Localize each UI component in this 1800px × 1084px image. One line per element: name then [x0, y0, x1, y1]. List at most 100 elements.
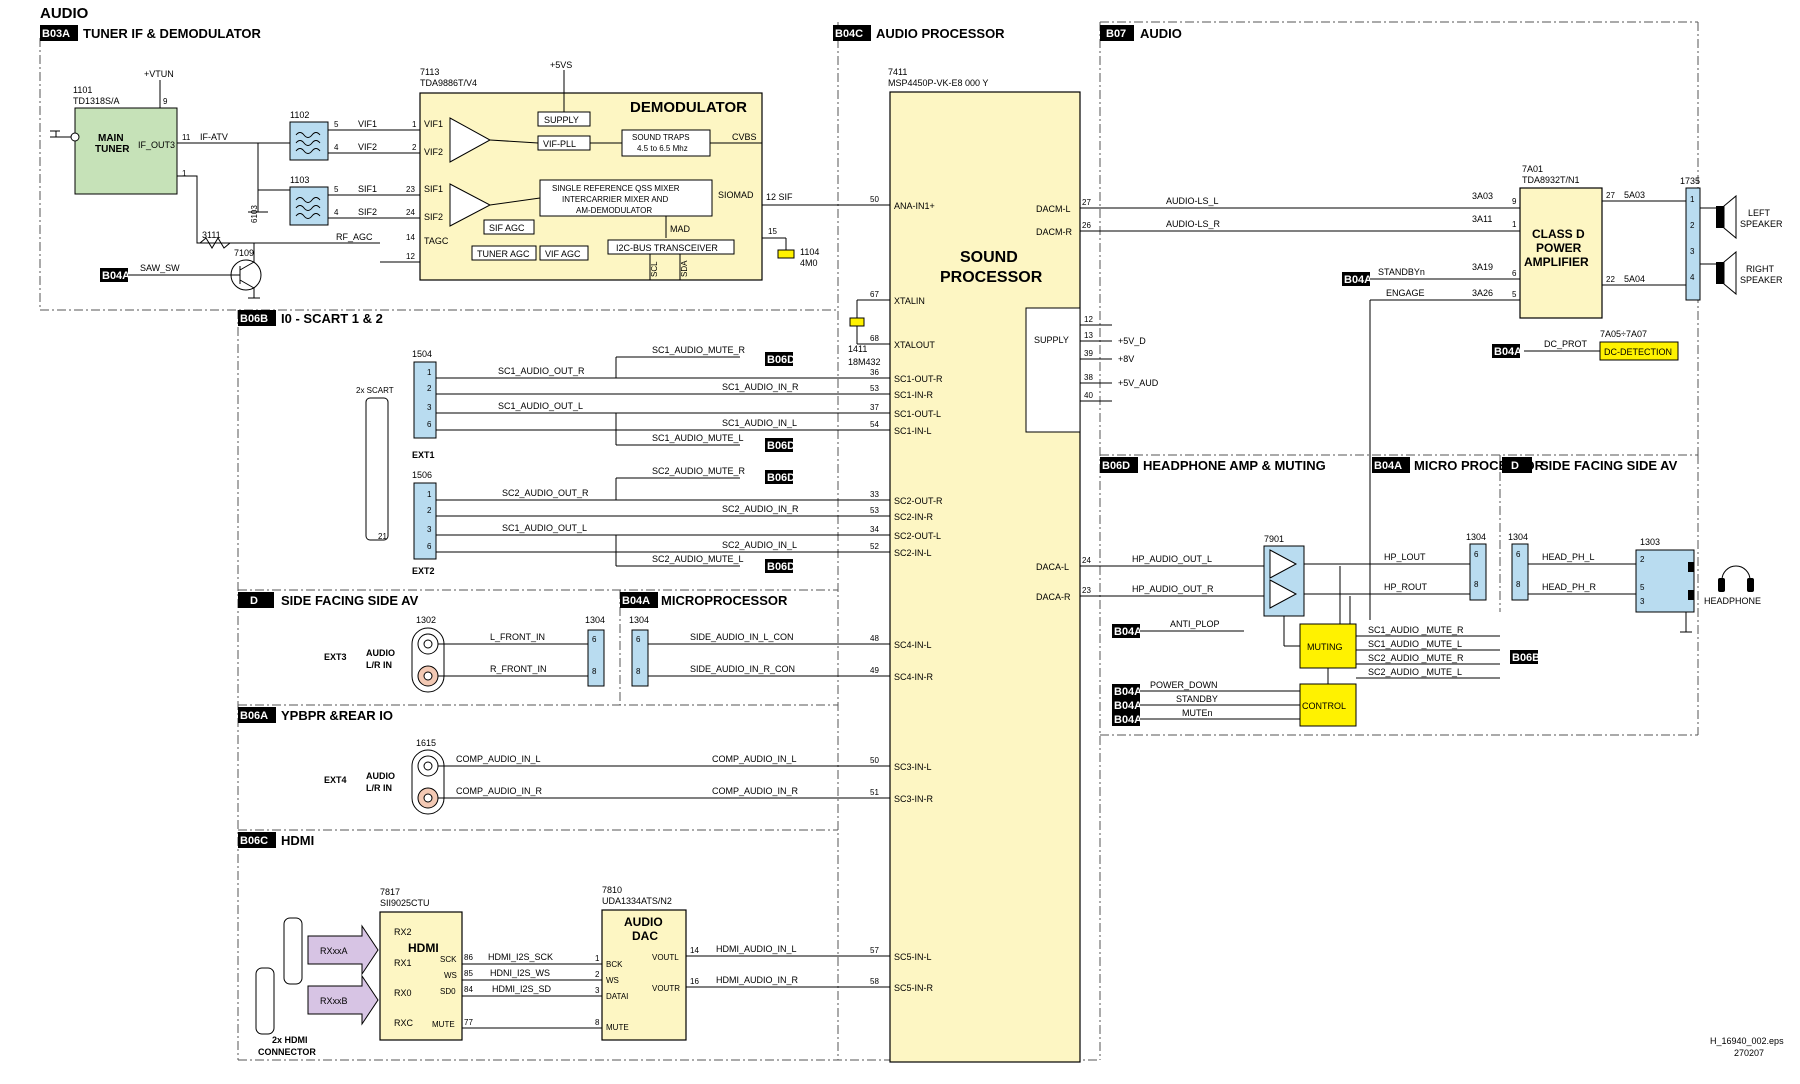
- svg-text:B04A: B04A: [622, 595, 650, 607]
- svg-text:INTERCARRIER MIXER AND: INTERCARRIER MIXER AND: [562, 195, 668, 204]
- class-d-amplifier: 7A01 TDA8932T/N1 CLASS D POWER AMPLIFIER…: [1512, 164, 1686, 319]
- svg-text:TDA8932T/N1: TDA8932T/N1: [1522, 175, 1580, 185]
- svg-text:23: 23: [406, 185, 415, 194]
- svg-text:COMP_AUDIO_IN_R: COMP_AUDIO_IN_R: [456, 786, 543, 796]
- svg-text:VIF1: VIF1: [358, 119, 377, 129]
- svg-text:B04A: B04A: [1374, 460, 1402, 472]
- svg-text:+VTUN: +VTUN: [144, 69, 174, 79]
- svg-text:AUDIO: AUDIO: [366, 648, 395, 658]
- svg-text:SC1_AUDIO _MUTE_R: SC1_AUDIO _MUTE_R: [1368, 625, 1464, 635]
- svg-text:B04A: B04A: [1114, 714, 1142, 726]
- sp-pin-number: 37: [870, 403, 879, 412]
- sp-supply-pin-number: 40: [1084, 391, 1093, 400]
- svg-text:B06B: B06B: [1512, 652, 1540, 664]
- svg-text:LEFT: LEFT: [1748, 208, 1771, 218]
- svg-text:SC1_AUDIO_OUT_L: SC1_AUDIO_OUT_L: [502, 523, 587, 533]
- svg-text:6: 6: [1512, 269, 1517, 278]
- sp-pin-name: SC3-IN-R: [894, 794, 934, 804]
- sp-pin-number: 36: [870, 368, 879, 377]
- svg-text:I0 - SCART 1 & 2: I0 - SCART 1 & 2: [281, 311, 383, 326]
- svg-text:2x HDMI: 2x HDMI: [272, 1035, 308, 1045]
- section-header-b06d: B06D HEADPHONE AMP & MUTING: [1100, 457, 1326, 473]
- svg-text:AUDIO: AUDIO: [1140, 26, 1182, 41]
- svg-text:BCK: BCK: [606, 960, 623, 969]
- svg-text:11: 11: [182, 133, 191, 142]
- svg-text:SC1_AUDIO_IN_L: SC1_AUDIO_IN_L: [722, 418, 797, 428]
- svg-text:1411: 1411: [848, 344, 867, 354]
- svg-text:EXT3: EXT3: [324, 652, 347, 662]
- svg-text:SUPPLY: SUPPLY: [1034, 335, 1069, 345]
- svg-text:3: 3: [595, 986, 600, 995]
- sp-pin-number: 34: [870, 525, 879, 534]
- svg-text:EXT4: EXT4: [324, 775, 347, 785]
- scart2-pin: 6: [427, 542, 432, 551]
- svg-text:L/R IN: L/R IN: [366, 783, 392, 793]
- svg-text:B04A: B04A: [1494, 346, 1522, 358]
- svg-text:1101: 1101: [73, 85, 92, 95]
- svg-text:TUNER IF & DEMODULATOR: TUNER IF & DEMODULATOR: [83, 26, 262, 41]
- svg-text:DC-DETECTION: DC-DETECTION: [1604, 347, 1672, 357]
- svg-text:DC_PROT: DC_PROT: [1544, 339, 1588, 349]
- scart1-pin: 1: [427, 368, 432, 377]
- svg-text:9: 9: [163, 97, 168, 106]
- svg-text:SCL: SCL: [650, 261, 659, 277]
- svg-text:I2C-BUS TRANSCEIVER: I2C-BUS TRANSCEIVER: [616, 243, 718, 253]
- svg-text:SIF2: SIF2: [358, 207, 377, 217]
- footer-file: H_16940_002.eps: [1710, 1036, 1784, 1046]
- sp-pin-number: 26: [1082, 221, 1091, 230]
- sp-supply-pin-number: 38: [1084, 373, 1093, 382]
- svg-text:AUDIO PROCESSOR: AUDIO PROCESSOR: [876, 26, 1005, 41]
- sp-supply-pin-number: 39: [1084, 349, 1093, 358]
- sp-pin-name: SC1-IN-L: [894, 426, 932, 436]
- svg-text:HP_AUDIO_OUT_R: HP_AUDIO_OUT_R: [1132, 584, 1214, 594]
- section-header-b03a: B03A TUNER IF & DEMODULATOR: [40, 25, 262, 41]
- svg-text:5A04: 5A04: [1624, 274, 1645, 284]
- filter-wires: 5 4 5 4 VIF1 VIF2 SIF1 SIF2 1 2 23 24 RF…: [328, 119, 420, 263]
- svg-text:4M0: 4M0: [800, 258, 818, 268]
- scart2-pin: 2: [427, 506, 432, 515]
- svg-text:7113: 7113: [420, 67, 439, 77]
- svg-text:SIDE_AUDIO_IN_L_CON: SIDE_AUDIO_IN_L_CON: [690, 632, 794, 642]
- svg-text:7817: 7817: [380, 887, 400, 897]
- svg-text:SOUND TRAPS: SOUND TRAPS: [632, 133, 690, 142]
- sp-pin-name: DACM-R: [1036, 227, 1072, 237]
- svg-text:1: 1: [1512, 220, 1517, 229]
- svg-text:24: 24: [406, 208, 415, 217]
- svg-text:8: 8: [592, 667, 597, 676]
- speaker-pin: 3: [1690, 247, 1695, 256]
- svg-text:3A03: 3A03: [1472, 191, 1493, 201]
- svg-text:4.5 to 6.5 Mhz: 4.5 to 6.5 Mhz: [637, 144, 688, 153]
- svg-text:COMP_AUDIO_IN_L: COMP_AUDIO_IN_L: [456, 754, 541, 764]
- svg-text:1104: 1104: [800, 247, 819, 257]
- svg-text:4: 4: [334, 208, 339, 217]
- speaker-pin: 4: [1690, 273, 1695, 282]
- svg-text:HDNI_I2S_WS: HDNI_I2S_WS: [490, 968, 550, 978]
- svg-text:1102: 1102: [290, 110, 309, 120]
- svg-text:B06D: B06D: [767, 561, 795, 573]
- scart-connectors: 2x SCART 21 1504 EXT1 1506 EXT2: [356, 349, 437, 576]
- svg-text:TAGC: TAGC: [424, 236, 449, 246]
- svg-text:TD1318S/A: TD1318S/A: [73, 96, 120, 106]
- svg-text:RX1: RX1: [394, 958, 412, 968]
- svg-text:STANDBYn: STANDBYn: [1378, 267, 1425, 277]
- page-title: AUDIO: [40, 5, 89, 22]
- svg-text:SIF1: SIF1: [424, 184, 443, 194]
- svg-text:RXC: RXC: [394, 1018, 414, 1028]
- svg-text:SIOMAD: SIOMAD: [718, 190, 754, 200]
- svg-text:B06D: B06D: [767, 440, 795, 452]
- svg-text:1302: 1302: [416, 615, 436, 625]
- svg-text:22: 22: [1606, 275, 1615, 284]
- svg-text:5: 5: [334, 120, 339, 129]
- svg-text:1: 1: [412, 120, 417, 129]
- svg-text:AUDIO-LS_L: AUDIO-LS_L: [1166, 196, 1219, 206]
- svg-text:SAW_SW: SAW_SW: [140, 263, 180, 273]
- sp-pin-name: SC2-OUT-L: [894, 531, 941, 541]
- svg-text:MUTE: MUTE: [432, 1020, 455, 1029]
- sp-pin-name: SC1-OUT-L: [894, 409, 941, 419]
- svg-text:1304: 1304: [1466, 532, 1486, 542]
- svg-text:77: 77: [464, 1018, 473, 1027]
- svg-text:MUTE: MUTE: [606, 1023, 629, 1032]
